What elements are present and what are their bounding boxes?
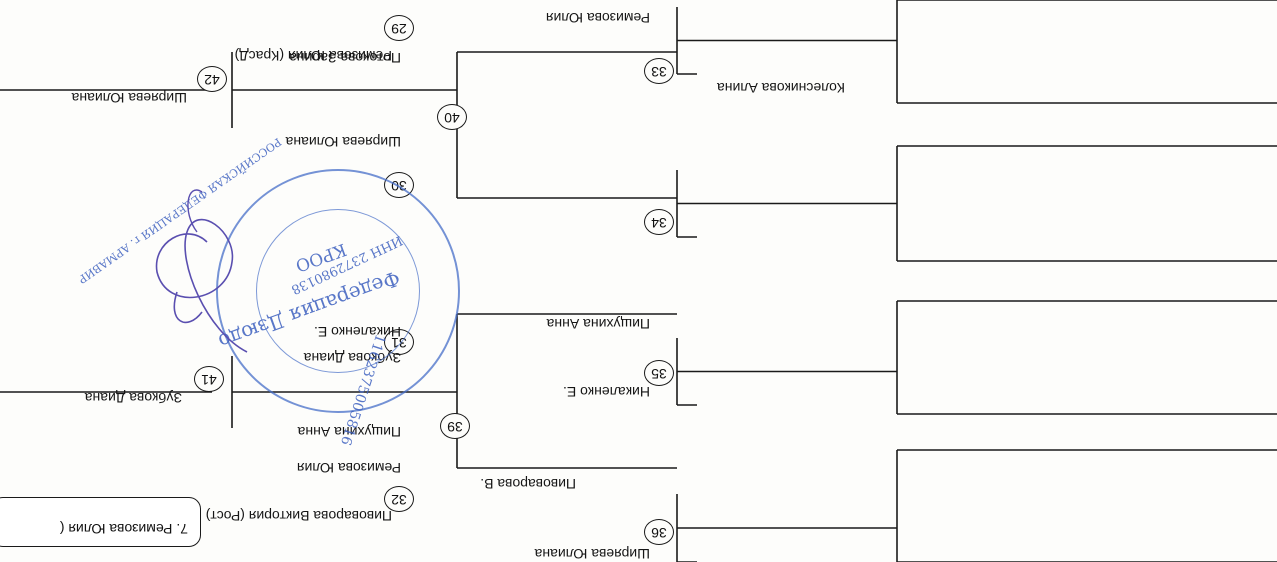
signature	[155, 189, 248, 353]
